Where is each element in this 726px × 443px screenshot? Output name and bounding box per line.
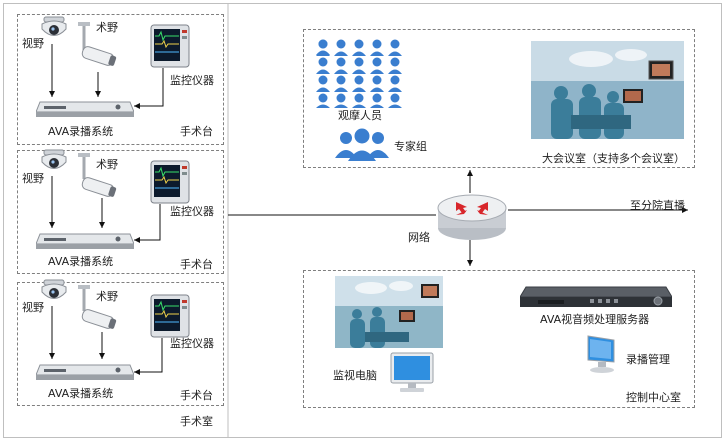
patient-monitor-icon [150,160,190,204]
audience-label: 观摩人员 [338,109,382,122]
audience-people-icon [316,39,402,108]
operating-table-label: 手术台 [180,389,213,402]
op-camera-label: 术野 [96,21,118,34]
view-camera-label: 视野 [22,37,44,50]
server-unit-icon [520,286,672,307]
conference-room-box [303,29,695,168]
bullet-camera-icon [78,153,117,197]
recorder-unit-icon [36,233,134,249]
operating-table-label: 手术台 [180,125,213,138]
control-center-label: 控制中心室 [626,391,681,404]
patient-monitor-icon [150,24,190,68]
dome-camera-icon [41,149,67,169]
expert-group-icon [335,128,389,161]
monitor-device-label: 监控仪器 [170,337,214,350]
monitor-device-label: 监控仪器 [170,74,214,87]
or-group-label: 手术室 [180,415,213,428]
record-mgmt-monitor-icon [587,335,615,373]
router-icon [437,194,507,240]
operating-table-label: 手术台 [180,258,213,271]
expert-group-label: 专家组 [394,140,427,153]
op-camera-label: 术野 [96,158,118,171]
monitoring-surgery-photo [335,276,443,348]
diagram-frame [3,3,722,438]
monitor-pc-label: 监视电脑 [333,369,377,382]
branch-live-label: 至分院直播 [630,199,685,212]
view-camera-label: 视野 [22,301,44,314]
record-mgmt-label: 录播管理 [626,353,670,366]
dome-camera-icon [41,279,67,299]
recorder-system-label: AVA录播系统 [48,387,114,400]
or-room-2 [17,150,224,274]
recorder-unit-icon [36,101,134,117]
network-label: 网络 [408,231,430,244]
computer-monitor-icon [390,352,434,392]
monitor-device-label: 监控仪器 [170,205,214,218]
conference-room-label: 大会议室（支持多个会议室） [542,152,685,165]
av-server-label: AVA视音频处理服务器 [540,313,650,326]
patient-monitor-icon [150,294,190,338]
dome-camera-icon [41,16,67,36]
or-room-3 [17,282,224,406]
control-center-box [303,270,695,408]
or-room-1 [17,14,224,145]
recorder-system-label: AVA录播系统 [48,255,114,268]
view-camera-label: 视野 [22,172,44,185]
bullet-camera-icon [78,285,117,329]
op-camera-label: 术野 [96,290,118,303]
conference-surgery-photo [531,41,684,139]
recorder-unit-icon [36,364,134,380]
recorder-system-label: AVA录播系统 [48,125,114,138]
bullet-camera-icon [78,22,117,66]
